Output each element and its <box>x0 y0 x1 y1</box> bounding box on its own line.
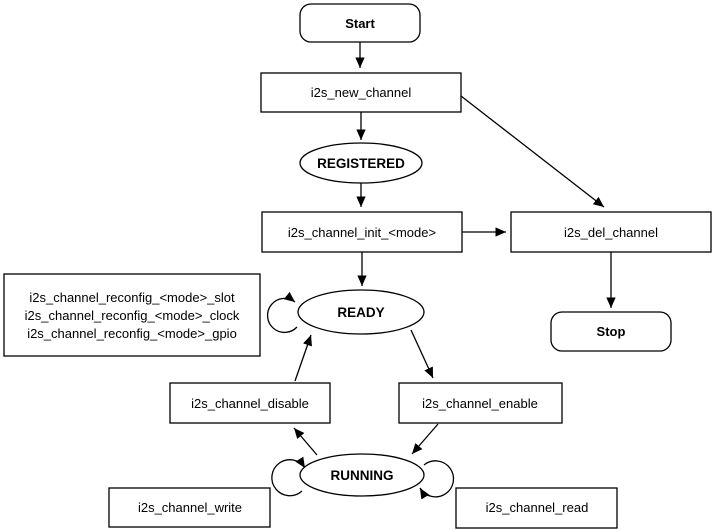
node-del-channel: i2s_del_channel <box>510 211 712 253</box>
del-channel-node-label: i2s_del_channel <box>564 225 658 240</box>
registered-state-label: REGISTERED <box>317 156 405 171</box>
channel-init-node-shape <box>261 211 463 253</box>
node-channel-write: i2s_channel_write <box>108 487 271 528</box>
channel-reconfig-gpio-label: i2s_channel_reconfig_<mode>_gpio <box>27 326 237 341</box>
node-channel-enable: i2s_channel_enable <box>398 382 563 424</box>
channel-reconfig-slot-label: i2s_channel_reconfig_<mode>_slot <box>29 290 235 305</box>
channel-enable-node-label: i2s_channel_enable <box>422 396 538 411</box>
node-start: Start <box>299 3 421 43</box>
node-channel-disable: i2s_channel_disable <box>169 382 331 424</box>
state-ready: READY <box>297 289 425 335</box>
node-channel-reconfig: i2s_channel_reconfig_<mode>_slot i2s_cha… <box>3 273 261 357</box>
channel-init-node-label: i2s_channel_init_<mode> <box>288 225 436 240</box>
channel-reconfig-clock-label: i2s_channel_reconfig_<mode>_clock <box>25 308 240 323</box>
edge-running-to-disable <box>293 427 318 456</box>
running-state-shape <box>299 453 425 497</box>
edge-enable-to-running <box>411 423 439 455</box>
del-channel-node-shape <box>510 211 712 253</box>
edge-running-write-self-loop <box>271 456 306 497</box>
start-node-label: Start <box>345 16 375 31</box>
channel-read-node-label: i2s_channel_read <box>486 500 589 515</box>
node-new-channel: i2s_new_channel <box>260 72 462 113</box>
edge-ready-to-enable <box>410 329 434 379</box>
channel-read-node-shape <box>455 487 618 529</box>
edge-disable-to-ready <box>294 334 312 382</box>
state-registered: REGISTERED <box>299 142 423 184</box>
new-channel-node-label: i2s_new_channel <box>311 85 412 100</box>
edge-new-channel-to-del-channel <box>460 95 605 208</box>
node-channel-init: i2s_channel_init_<mode> <box>261 211 463 253</box>
channel-disable-node-shape <box>169 382 331 424</box>
channel-write-node-label: i2s_channel_write <box>138 500 242 515</box>
channel-reconfig-node-shape <box>3 273 261 357</box>
channel-write-node-shape <box>108 487 271 528</box>
registered-state-shape <box>299 142 423 184</box>
start-node-shape <box>299 3 421 43</box>
new-channel-node-shape <box>260 72 462 113</box>
state-running: RUNNING <box>299 453 425 497</box>
ready-state-shape <box>297 289 425 335</box>
edge-ready-reconfig-self-loop <box>266 291 298 334</box>
channel-disable-node-label: i2s_channel_disable <box>191 396 309 411</box>
running-state-label: RUNNING <box>331 468 394 483</box>
edge-running-read-self-loop <box>419 460 455 500</box>
stop-node-label: Stop <box>597 324 626 339</box>
node-stop: Stop <box>550 311 672 352</box>
stop-node-shape <box>550 311 672 352</box>
ready-state-label: READY <box>337 305 384 320</box>
channel-enable-node-shape <box>398 382 563 424</box>
node-channel-read: i2s_channel_read <box>455 487 618 529</box>
